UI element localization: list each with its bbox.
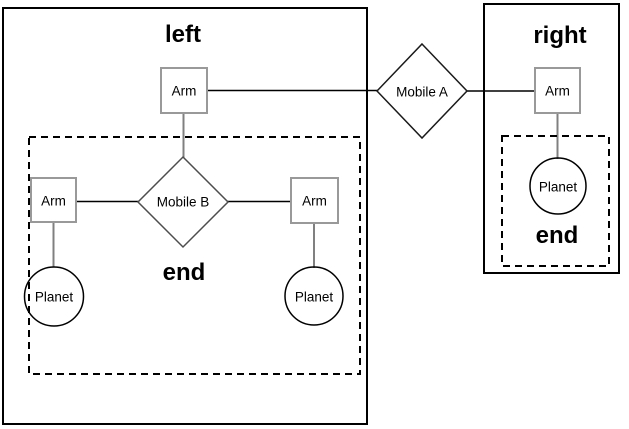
planet-inner-left-shape[interactable] <box>23 266 85 327</box>
arm-right-group-shape[interactable] <box>534 67 581 114</box>
arm-inner-left-shape[interactable] <box>30 177 77 223</box>
right-group-title: right <box>533 22 587 49</box>
arm-top-shape[interactable] <box>160 67 208 114</box>
right-end-box[interactable] <box>501 135 610 267</box>
arm-inner-right-shape[interactable] <box>290 177 339 224</box>
left-end-box[interactable] <box>28 136 361 375</box>
left-group-title: left <box>165 21 201 48</box>
arm-top-label: Arm <box>171 83 197 99</box>
planet-inner-right-shape[interactable] <box>284 266 344 326</box>
planet-inner-left-label: Planet <box>34 289 74 305</box>
mobile-a-label: Mobile A <box>396 83 448 99</box>
left-end-label: end <box>162 259 206 286</box>
right-end-label: end <box>535 222 579 249</box>
planet-inner-right-label: Planet <box>294 288 334 304</box>
right-group-box[interactable] <box>483 3 620 274</box>
mobile-b-label: Mobile B <box>156 194 210 210</box>
planet-right-group-label: Planet <box>538 178 578 194</box>
mobile-a-shape[interactable] <box>375 42 469 140</box>
arm-inner-right-label: Arm <box>302 193 327 209</box>
arm-right-group-label: Arm <box>545 83 570 99</box>
mobile-b-shape[interactable] <box>136 155 230 249</box>
planet-right-group-shape[interactable] <box>529 157 587 215</box>
arm-inner-left-label: Arm <box>41 192 66 208</box>
